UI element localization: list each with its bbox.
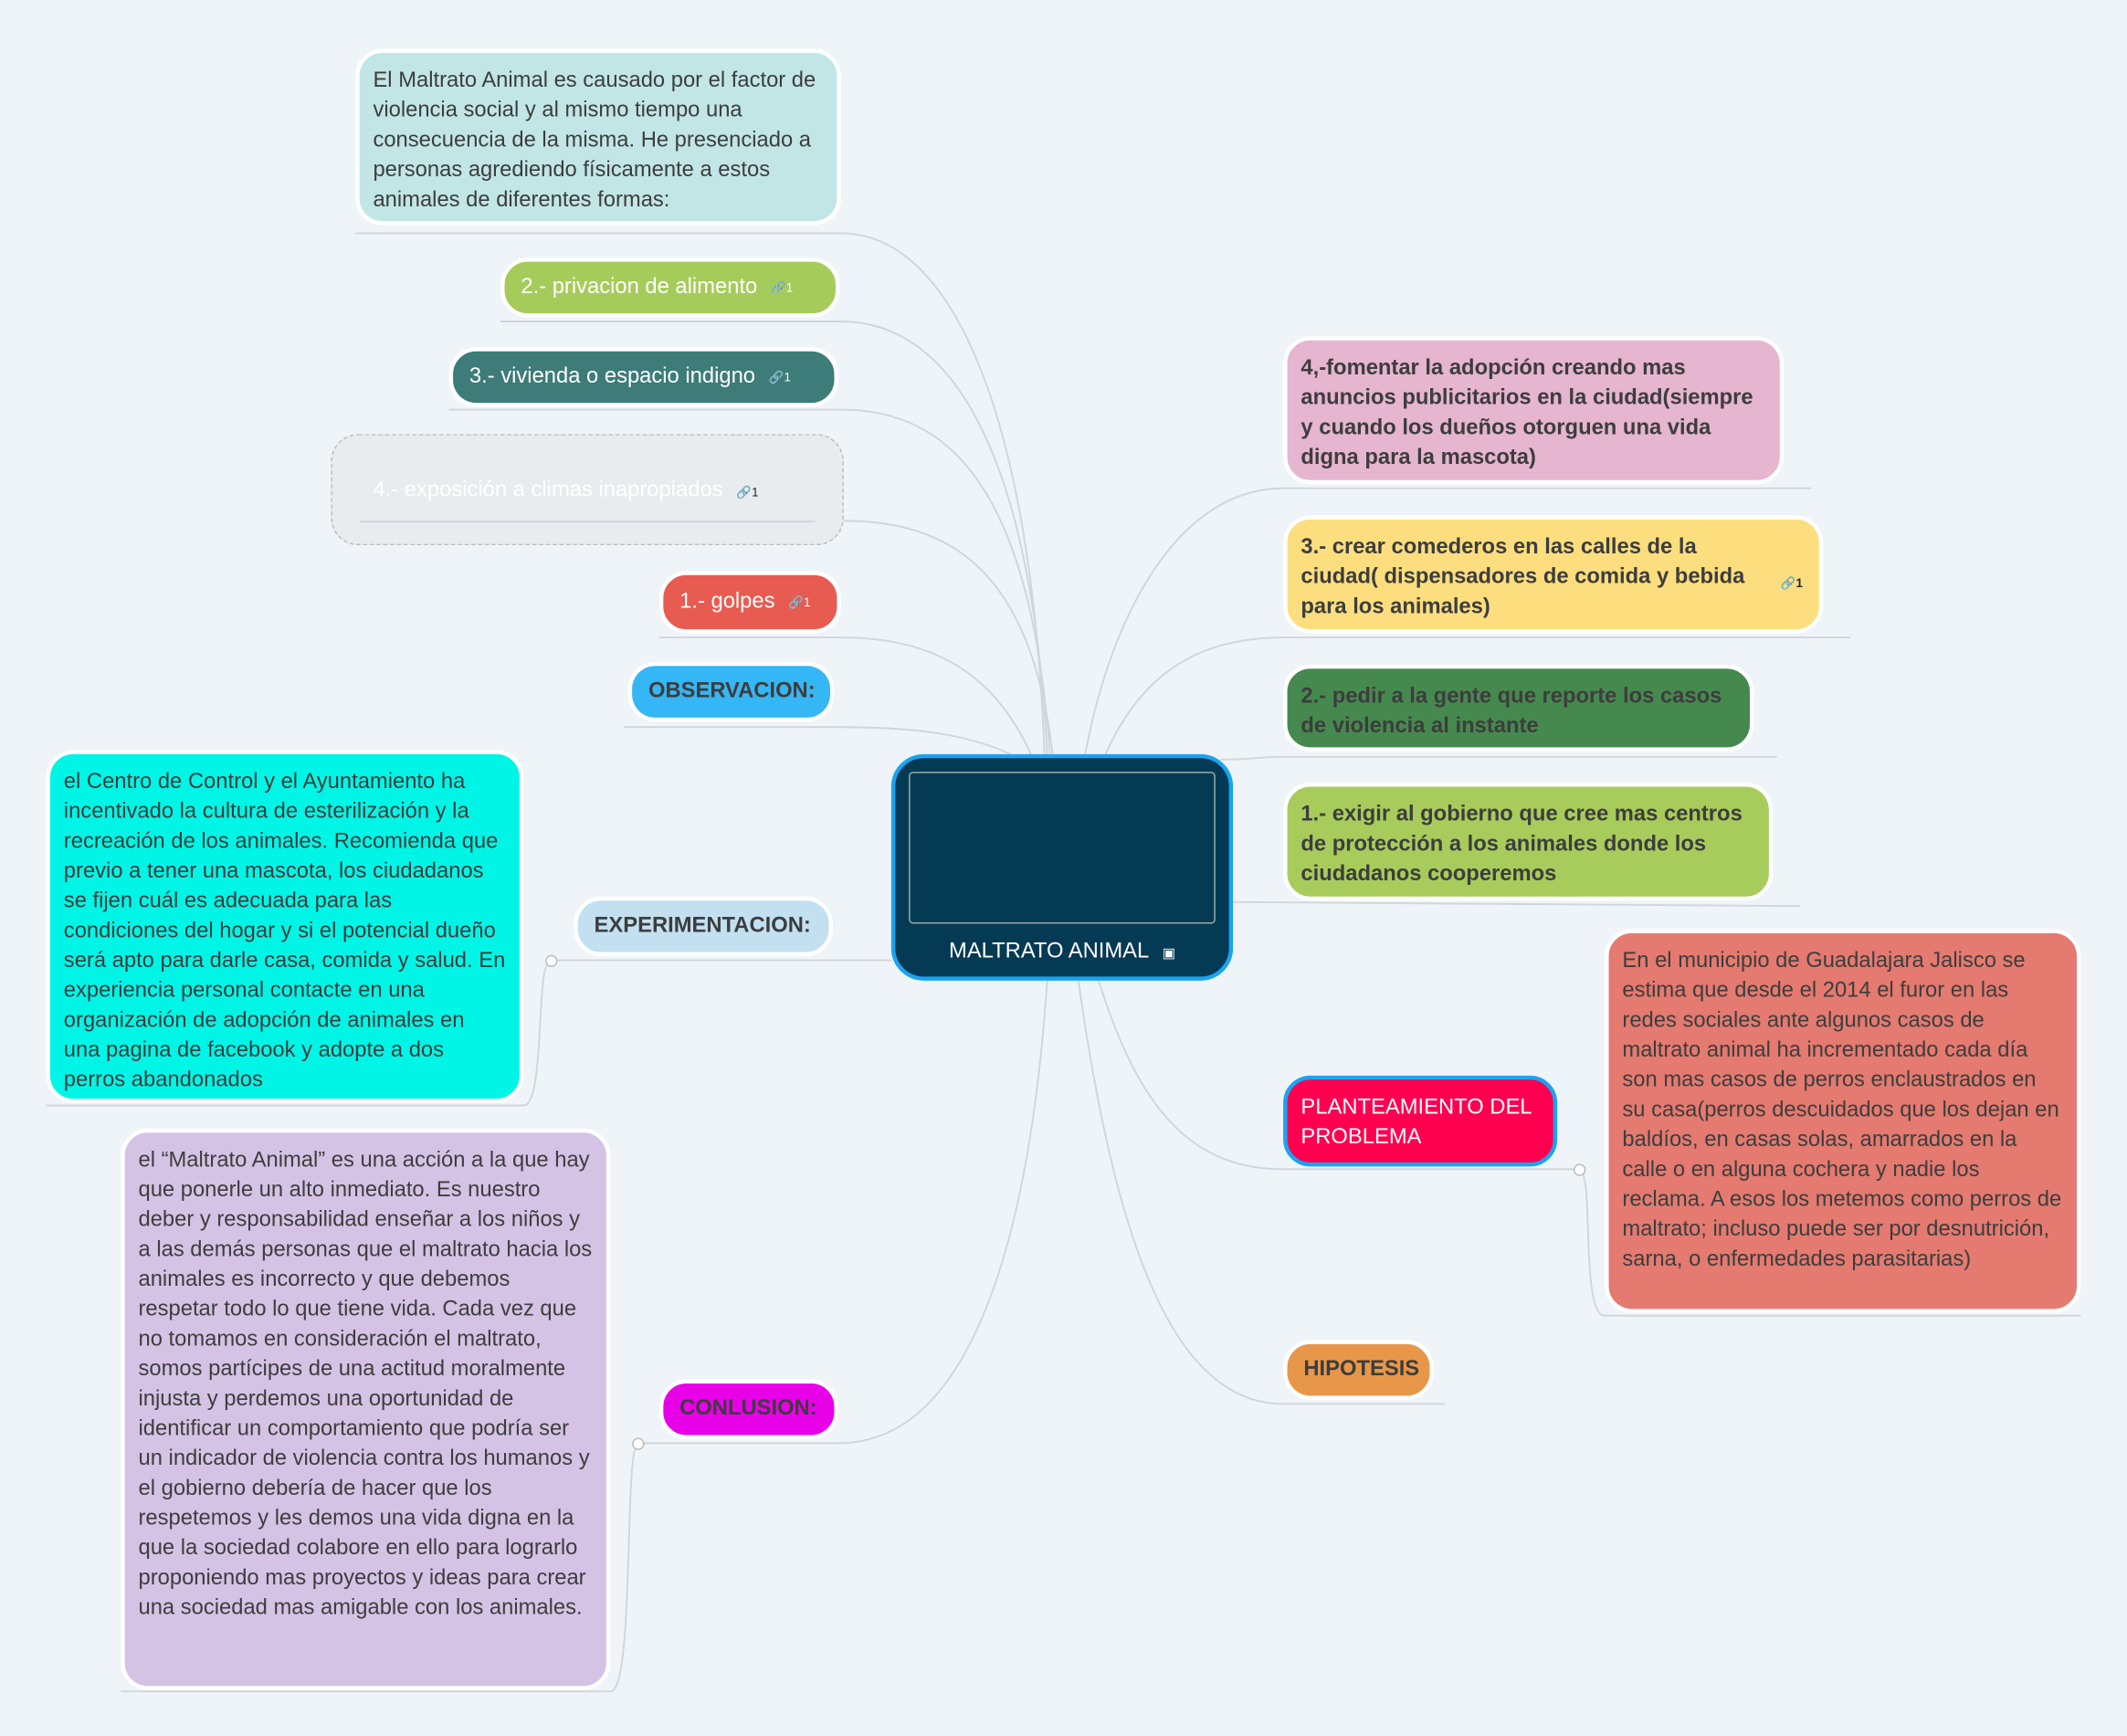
left-item-golpes[interactable]: 1.- golpes 🔗1 bbox=[658, 571, 841, 634]
link-icon[interactable]: 🔗1 bbox=[768, 370, 791, 384]
image-icon: ▣ bbox=[1162, 946, 1175, 963]
conclusion-text-node[interactable]: el “Maltrato Animal” es una acción a la … bbox=[121, 1128, 611, 1690]
link-icon[interactable]: 🔗1 bbox=[771, 280, 794, 295]
collapse-toggle[interactable] bbox=[545, 954, 558, 968]
right-item-3[interactable]: 3.- crear comederos en las calles de la … bbox=[1283, 515, 1824, 634]
conclusion-node[interactable]: CONLUSION: bbox=[658, 1379, 838, 1439]
right-item-1[interactable]: 1.- exigir al gobierno que cree mas cent… bbox=[1283, 783, 1774, 901]
left-item-privacion[interactable]: 2.- privacion de alimento 🔗1 bbox=[500, 258, 840, 318]
collapse-toggle[interactable] bbox=[632, 1437, 645, 1450]
experimentacion-text-node[interactable]: el Centro de Control y el Ayuntamiento h… bbox=[46, 750, 524, 1103]
item-label: 1.- golpes bbox=[679, 590, 775, 614]
item-label: 2.- privacion de alimento bbox=[521, 275, 758, 299]
planteamiento-node[interactable]: PLANTEAMIENTO DEL PROBLEMA bbox=[1283, 1075, 1558, 1167]
observacion-node[interactable]: OBSERVACION: bbox=[627, 661, 835, 722]
left-item-vivienda[interactable]: 3.- vivienda o espacio indigno 🔗1 bbox=[448, 347, 838, 407]
item-label: 3.- crear comederos en las calles de la … bbox=[1300, 535, 1745, 619]
item-label: 3.- vivienda o espacio indigno bbox=[469, 364, 756, 388]
image-placeholder bbox=[909, 772, 1216, 924]
intro-node[interactable]: El Maltrato Animal es causado por el fac… bbox=[355, 48, 841, 226]
link-icon[interactable]: 🔗1 bbox=[1780, 576, 1803, 591]
left-item-exposicion[interactable]: 4.- exposición a climas inapropiados 🔗1 bbox=[331, 434, 844, 546]
link-icon[interactable]: 🔗1 bbox=[788, 595, 811, 609]
hipotesis-node[interactable]: HIPOTESIS bbox=[1283, 1340, 1434, 1400]
planteamiento-text-node[interactable]: En el municipio de Guadalajara Jalisco s… bbox=[1605, 929, 2081, 1313]
right-item-4[interactable]: 4,-fomentar la adopción creando mas anun… bbox=[1283, 336, 1785, 485]
item-label: 4.- exposición a climas inapropiados bbox=[373, 479, 723, 502]
central-node[interactable]: MALTRATO ANIMAL ▣ bbox=[890, 753, 1234, 981]
right-item-2[interactable]: 2.- pedir a la gente que reporte los cas… bbox=[1283, 664, 1754, 752]
collapse-toggle[interactable] bbox=[1573, 1163, 1586, 1176]
experimentacion-node[interactable]: EXPERIMENTACION: bbox=[574, 896, 833, 957]
central-title: MALTRATO ANIMAL bbox=[949, 940, 1149, 963]
link-icon[interactable]: 🔗1 bbox=[736, 485, 759, 500]
